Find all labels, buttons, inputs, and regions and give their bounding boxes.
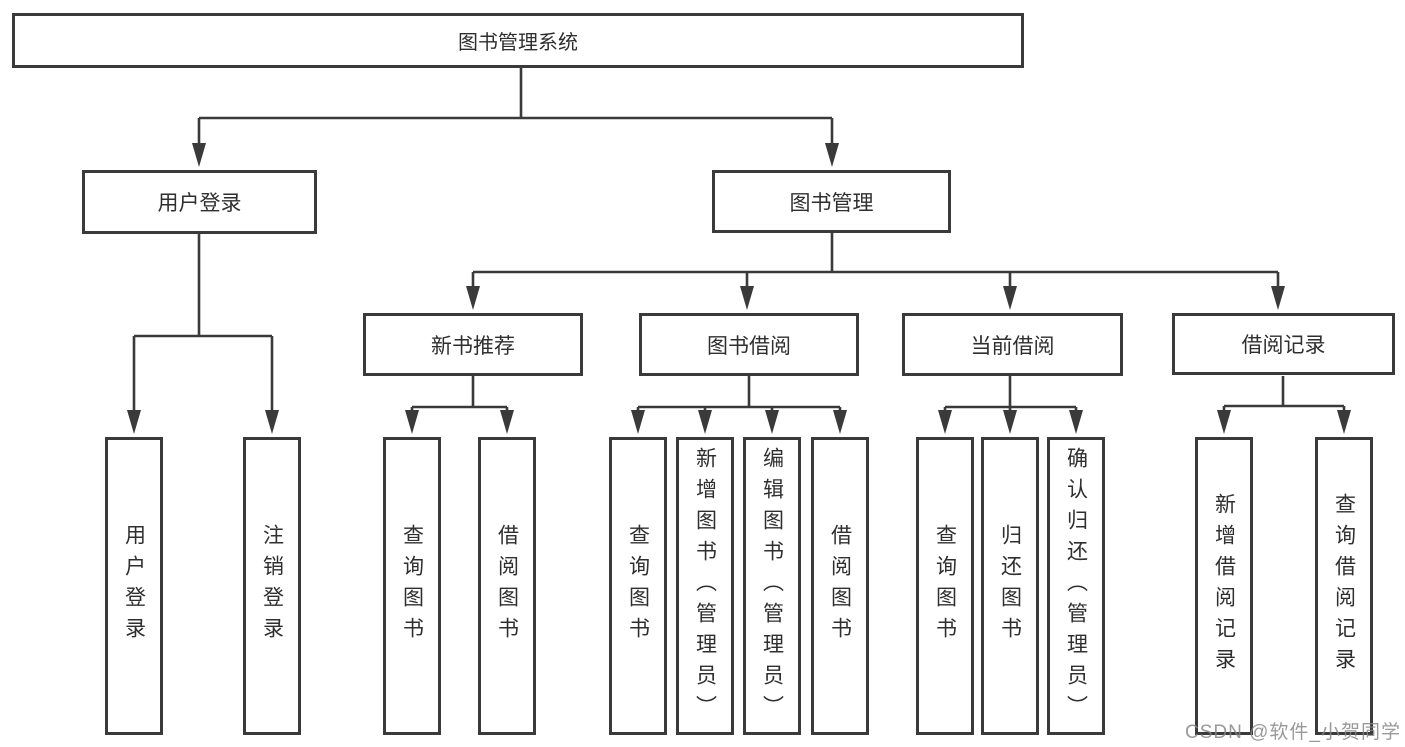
node-label: 图书借阅 (707, 334, 791, 358)
leaf-label: 确认归还（管理员） (1064, 446, 1088, 726)
leaf-confirm-return-admin: 确认归还（管理员） (1047, 437, 1105, 735)
leaf-query-books-recommend: 查询图书 (383, 437, 441, 735)
leaf-borrow-books: 借阅图书 (811, 437, 869, 735)
node-label: 新书推荐 (431, 334, 515, 358)
node-library-management-system: 图书管理系统 (12, 13, 1024, 68)
leaf-label: 编辑图书（管理员） (760, 446, 784, 726)
leaf-label: 新增借阅记录 (1212, 493, 1236, 679)
leaf-label: 借阅图书 (495, 524, 519, 648)
node-label: 用户登录 (157, 192, 242, 215)
leaf-query-books-borrow: 查询图书 (609, 437, 667, 735)
leaf-label: 借阅图书 (828, 524, 852, 648)
leaf-label: 用户登录 (122, 524, 146, 648)
leaf-edit-books-admin: 编辑图书（管理员） (743, 437, 801, 735)
node-book-management: 图书管理 (712, 170, 951, 233)
node-label: 当前借阅 (970, 334, 1055, 358)
leaf-label: 查询借阅记录 (1332, 493, 1356, 679)
leaf-user-login: 用户登录 (105, 437, 163, 735)
leaf-query-books-current: 查询图书 (916, 437, 974, 735)
node-user-login: 用户登录 (82, 170, 317, 234)
leaf-add-books-admin: 新增图书（管理员） (676, 437, 734, 735)
leaf-query-borrow-record: 查询借阅记录 (1315, 437, 1373, 735)
node-borrowing-records: 借阅记录 (1172, 313, 1395, 375)
leaf-label: 查询图书 (626, 524, 650, 648)
node-book-borrowing: 图书借阅 (639, 313, 859, 376)
node-label: 借阅记录 (1241, 334, 1326, 357)
leaf-label: 新增图书（管理员） (693, 446, 717, 726)
leaf-label: 归还图书 (998, 524, 1022, 648)
leaf-label: 注销登录 (260, 524, 284, 648)
leaf-borrow-books-recommend: 借阅图书 (478, 437, 536, 735)
node-current-borrowing: 当前借阅 (902, 313, 1123, 376)
node-new-book-recommendation: 新书推荐 (363, 313, 583, 376)
leaf-return-books: 归还图书 (981, 437, 1039, 735)
node-label: 图书管理 (789, 191, 874, 215)
leaf-logout: 注销登录 (243, 437, 301, 735)
leaf-label: 查询图书 (400, 524, 424, 648)
leaf-label: 查询图书 (933, 524, 957, 648)
leaf-add-borrow-record: 新增借阅记录 (1195, 437, 1253, 735)
node-label: 图书管理系统 (458, 32, 578, 54)
csdn-watermark: CSDN @软件_小贺同学 (1185, 722, 1401, 743)
